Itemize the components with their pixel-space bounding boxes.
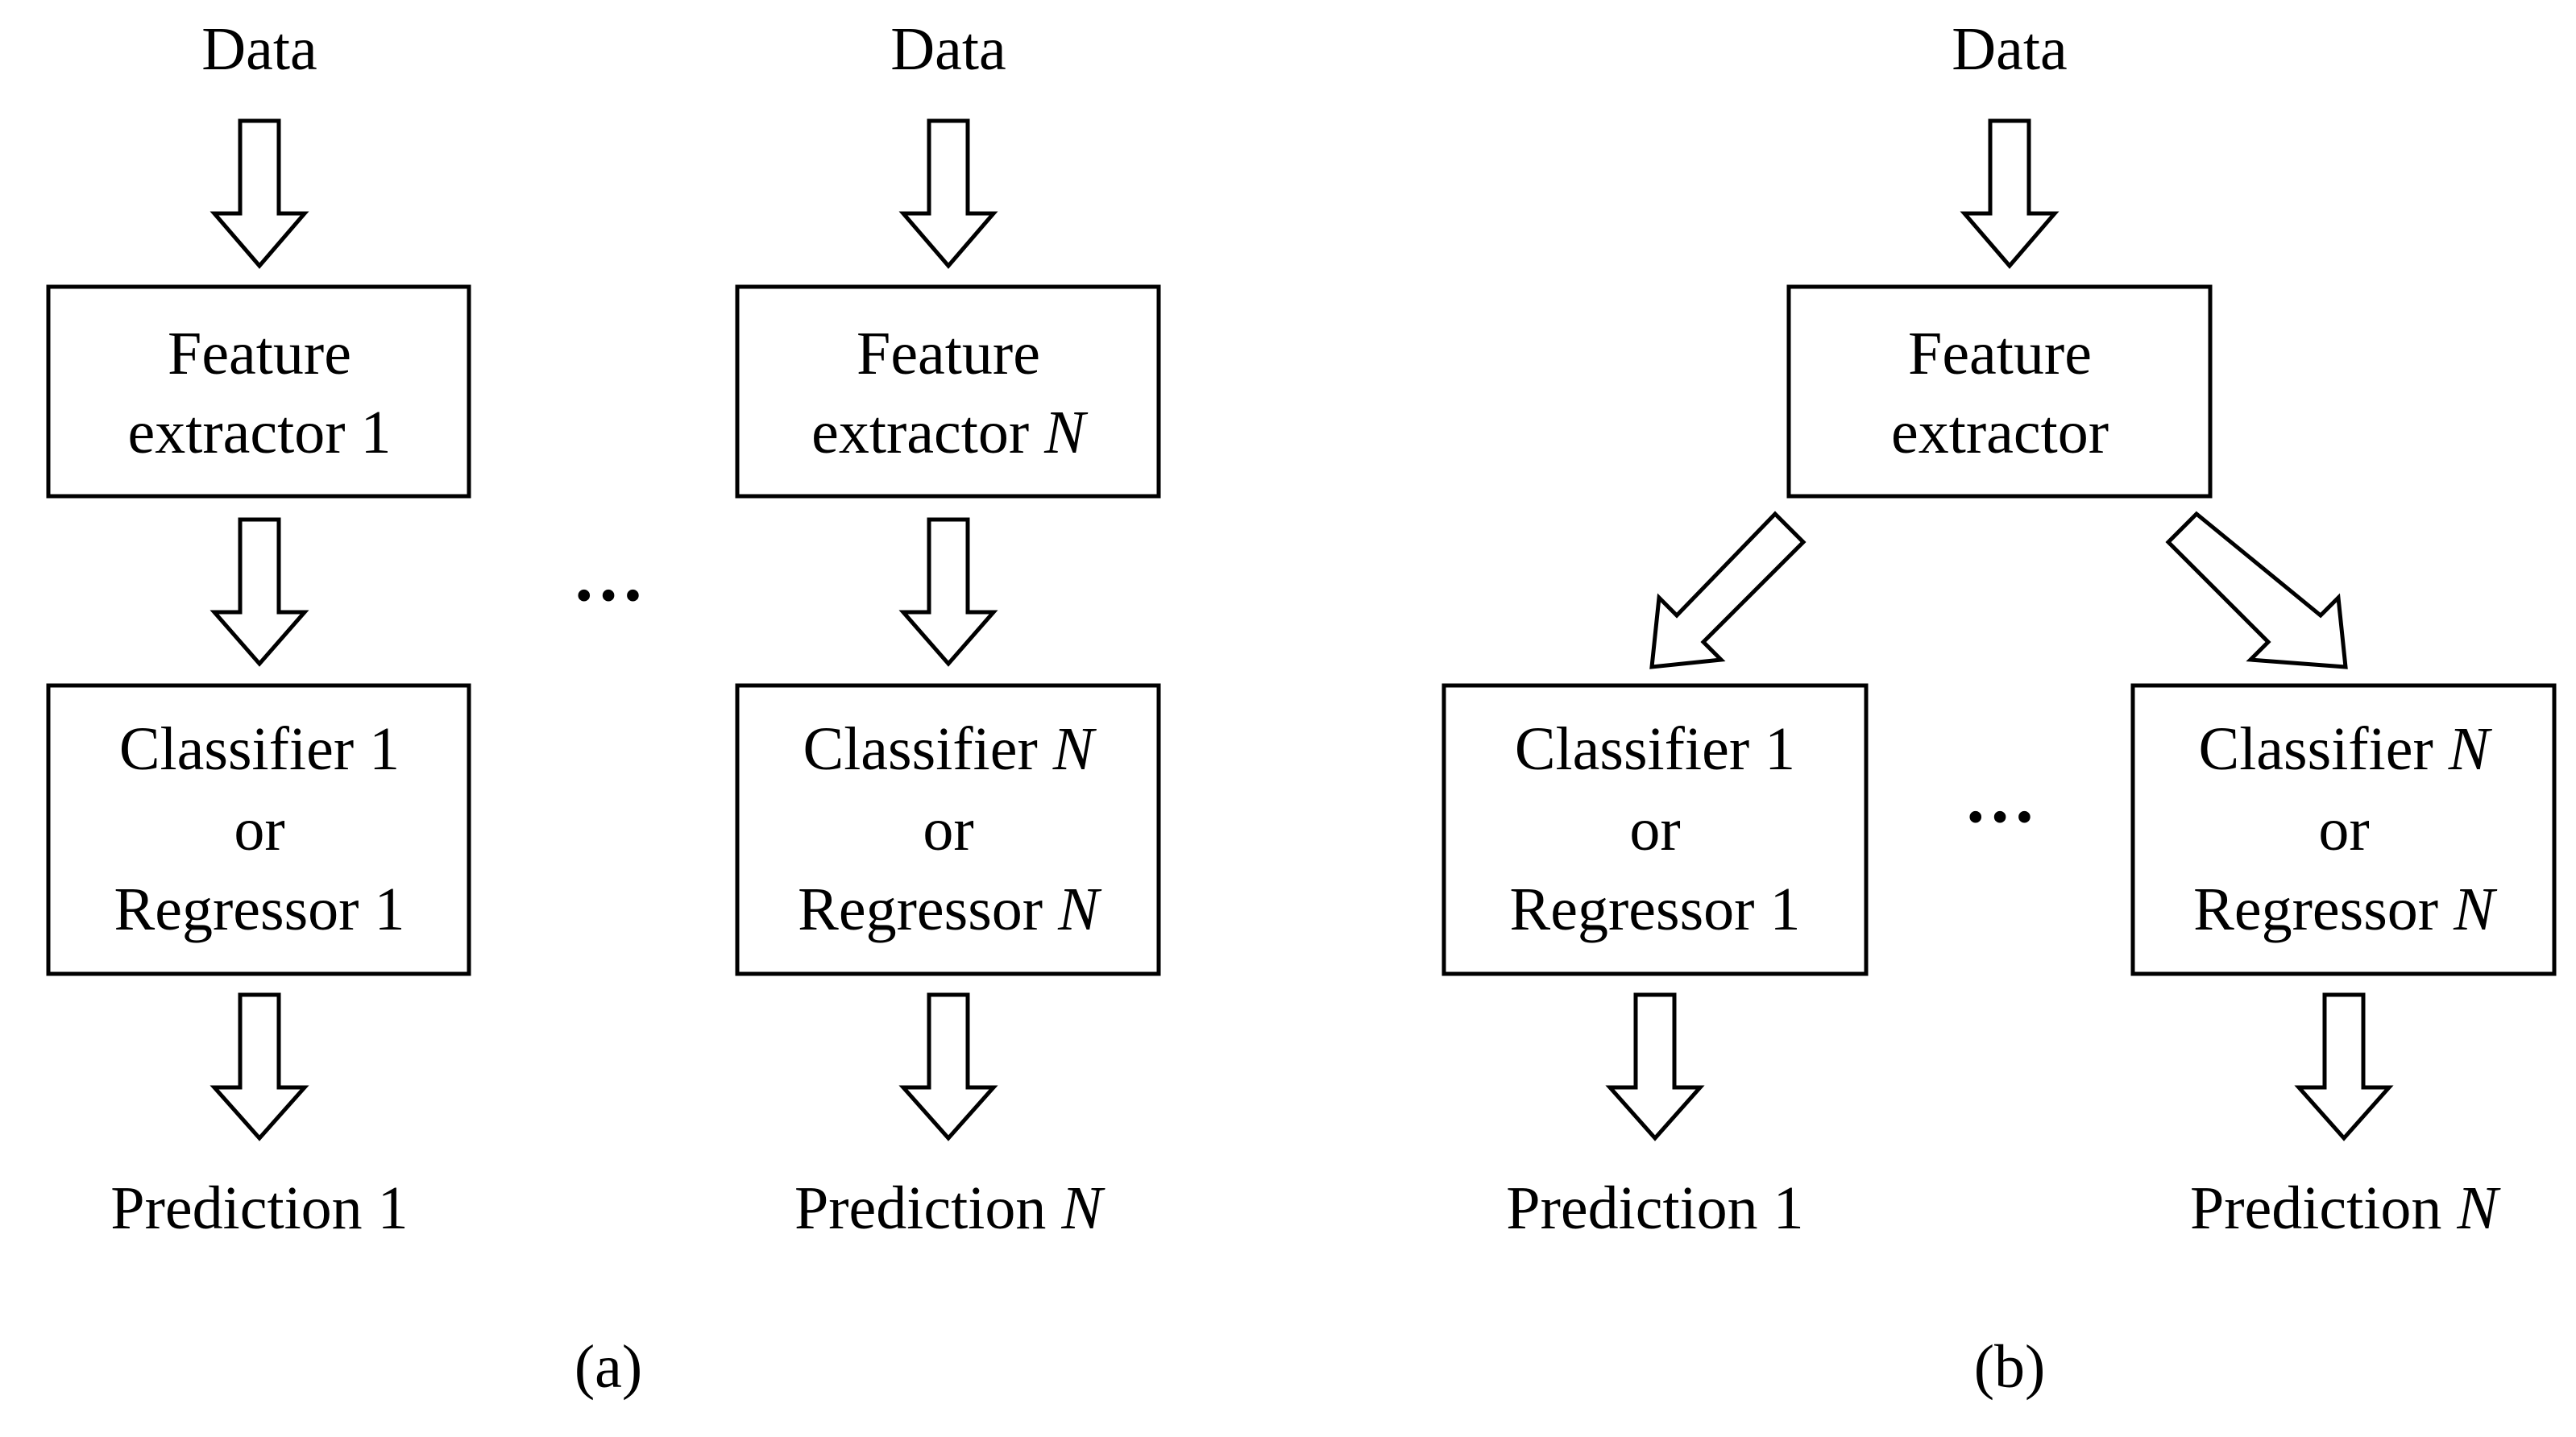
data-label: Data bbox=[1952, 15, 2067, 83]
classifier-1-line1: Classifier 1 bbox=[119, 715, 400, 783]
data-label: Data bbox=[890, 15, 1006, 83]
classifier-n-box bbox=[735, 683, 1161, 976]
classifier-n-line1: Classifier N bbox=[2199, 715, 2493, 783]
classifier-n-box bbox=[2130, 683, 2557, 976]
classifier-n-line2: or bbox=[923, 796, 973, 863]
classifier-1-line2: or bbox=[234, 796, 284, 863]
classifier-1-line3: Regressor 1 bbox=[1510, 876, 1801, 943]
panel-a: Data Feature extractor 1 Classifier 1 or… bbox=[46, 15, 1161, 1401]
panel-b-caption: (b) bbox=[1974, 1333, 2046, 1401]
panel-a-caption: (a) bbox=[575, 1333, 642, 1401]
down-arrow-icon bbox=[209, 517, 309, 667]
feature-extractor-1-line1: Feature bbox=[168, 320, 351, 387]
down-arrow-icon bbox=[898, 517, 998, 667]
panel-b-head-1: Classifier 1 or Regressor 1 Prediction 1 bbox=[1441, 683, 1869, 1242]
down-arrow-icon bbox=[209, 992, 309, 1141]
feature-extractor-1-line2: extractor 1 bbox=[127, 399, 391, 466]
panel-b: Data Feature extractor Classifier 1 or R… bbox=[1441, 15, 2557, 1401]
classifier-1-line2: or bbox=[1629, 796, 1680, 863]
down-arrow-icon bbox=[2294, 992, 2394, 1141]
prediction-1-label: Prediction 1 bbox=[110, 1174, 408, 1242]
feature-extractor-n-line2: extractor N bbox=[811, 399, 1089, 466]
feature-extractor-1-box bbox=[46, 284, 471, 499]
classifier-n-line3: Regressor N bbox=[798, 876, 1102, 943]
data-label: Data bbox=[201, 15, 317, 83]
ellipsis: … bbox=[1964, 758, 2036, 838]
ellipsis: … bbox=[572, 536, 645, 616]
panel-a-column-n: Data Feature extractor N Classifier N or… bbox=[735, 15, 1161, 1242]
prediction-1-label: Prediction 1 bbox=[1506, 1174, 1803, 1242]
diagonal-arrow-right-icon bbox=[2165, 511, 2348, 669]
prediction-n-label: Prediction N bbox=[794, 1174, 1105, 1242]
panel-b-head-n: Classifier N or Regressor N Prediction N bbox=[2130, 683, 2557, 1242]
down-arrow-icon bbox=[898, 118, 998, 269]
diagonal-arrow-left-icon bbox=[1649, 511, 1807, 669]
prediction-n-label: Prediction N bbox=[2190, 1174, 2501, 1242]
classifier-1-box bbox=[46, 683, 471, 976]
feature-extractor-n-line1: Feature bbox=[857, 320, 1040, 387]
classifier-1-box bbox=[1441, 683, 1869, 976]
down-arrow-icon bbox=[1960, 118, 2060, 269]
feature-extractor-n-box bbox=[735, 284, 1161, 499]
classifier-n-line1: Classifier N bbox=[803, 715, 1097, 783]
classifier-1-line1: Classifier 1 bbox=[1515, 715, 1795, 783]
down-arrow-icon bbox=[1605, 992, 1705, 1141]
down-arrow-icon bbox=[898, 992, 998, 1141]
panel-a-column-1: Data Feature extractor 1 Classifier 1 or… bbox=[46, 15, 471, 1242]
shared-feature-extractor-line1: Feature bbox=[1908, 320, 2092, 387]
down-arrow-icon bbox=[209, 118, 309, 269]
classifier-n-line2: or bbox=[2318, 796, 2369, 863]
shared-feature-extractor-line2: extractor bbox=[1891, 399, 2109, 466]
shared-feature-extractor-box bbox=[1786, 284, 2213, 499]
classifier-1-line3: Regressor 1 bbox=[114, 876, 405, 943]
classifier-n-line3: Regressor N bbox=[2193, 876, 2498, 943]
